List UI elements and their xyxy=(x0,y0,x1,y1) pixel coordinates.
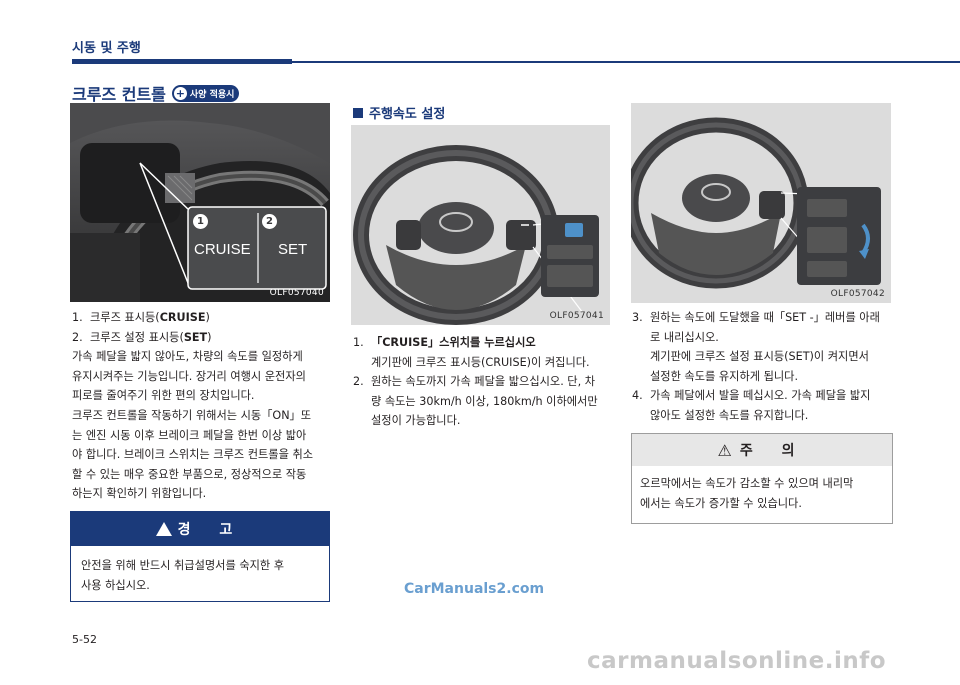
warning-box: 경 고 안전을 위해 반드시 취급설명서를 숙지한 후 사용 하십시오. xyxy=(70,511,330,602)
steering-photo-2: OLF057042 xyxy=(631,103,891,303)
list-item: 1. 크루즈 표시등(CRUISE) xyxy=(72,311,210,324)
list-item: 2. 크루즈 설정 표시등(SET) xyxy=(72,330,212,344)
steering-photo-1: OLF057041 xyxy=(351,125,610,325)
paragraph-line: 는 엔진 시동 이후 브레이크 페달을 한번 이상 밟아 xyxy=(72,428,307,442)
photo-code: OLF057042 xyxy=(830,289,885,299)
photo-code: OLF057041 xyxy=(549,311,604,321)
left-paragraph-2: 크루즈 컨트롤을 작동하기 위해서는 시동「ON」또 는 엔진 시동 이후 브레… xyxy=(72,406,334,504)
warning-line: 사용 하십시오. xyxy=(81,578,150,592)
caution-box: ⚠ 주 의 오르막에서는 속도가 감소할 수 있으며 내리막 에서는 속도가 증… xyxy=(631,433,893,524)
list-item: 3. 원하는 속도에 도달했을 때「SET -」레버를 아래 로 내리십시오. … xyxy=(632,311,880,383)
caution-line: 에서는 속도가 증가할 수 있습니다. xyxy=(640,496,802,510)
steering-wheel-illustration xyxy=(631,103,891,303)
list-item: 1. 「CRUISE」스위치를 누르십시오 계기판에 크루즈 표시등(CRUIS… xyxy=(353,336,590,369)
header-title: 시동 및 주행 xyxy=(72,41,141,56)
list-item: 4. 가속 페달에서 발을 떼십시오. 가속 페달을 밟지 않아도 설정한 속도… xyxy=(632,389,871,422)
subheading: 주행속도 설정 xyxy=(353,103,445,122)
warning-icon xyxy=(155,522,172,536)
set-indicator-label: SET xyxy=(278,241,308,258)
header-rule xyxy=(292,61,960,63)
warning-header: 경 고 xyxy=(71,512,329,546)
paragraph-line: 가속 페달을 밟지 않아도, 차량의 속도를 일정하게 xyxy=(72,350,303,363)
plus-icon: + xyxy=(173,86,187,100)
steering-wheel-illustration xyxy=(351,125,610,325)
paragraph-line: 크루즈 컨트롤을 작동하기 위해서는 시동「ON」또 xyxy=(72,409,312,422)
caution-body: 오르막에서는 속도가 감소할 수 있으며 내리막 에서는 속도가 증가할 수 있… xyxy=(632,466,892,513)
page-number: 5-52 xyxy=(72,633,97,646)
paragraph-line: 하는지 확인하기 위함입니다. xyxy=(72,487,207,501)
caution-title: 주 의 xyxy=(739,443,807,459)
watermark-carmanuals2: CarManuals2.com xyxy=(404,581,545,597)
list-item: 2. 원하는 속도까지 가속 페달을 밟으십시오. 단, 차 량 속도는 30k… xyxy=(353,375,598,428)
callout-number-1: 1 xyxy=(193,214,208,229)
subheading-text: 주행속도 설정 xyxy=(369,107,446,122)
paragraph-line: 야 합니다. 브레이크 스위치는 크루즈 컨트롤을 취소 xyxy=(72,448,314,462)
caution-icon: ⚠ xyxy=(717,440,732,460)
option-badge-label: 사양 적용시 xyxy=(189,89,235,100)
dashboard-photo: 1 2 CRUISE SET OLF057040 xyxy=(70,103,330,302)
warning-title: 경 고 xyxy=(177,522,245,538)
section-title: 크루즈 컨트롤 + 사양 적용시 xyxy=(72,81,240,105)
caution-line: 오르막에서는 속도가 감소할 수 있으며 내리막 xyxy=(640,477,854,490)
left-paragraph-1: 가속 페달을 밟지 않아도, 차량의 속도를 일정하게 유지시켜주는 기능입니다… xyxy=(72,347,334,406)
header-rule-accent xyxy=(72,59,292,64)
middle-item-list: 1. 「CRUISE」스위치를 누르십시오 계기판에 크루즈 표시등(CRUIS… xyxy=(353,333,615,431)
option-badge: + 사양 적용시 xyxy=(171,84,240,102)
dashboard-illustration xyxy=(70,103,330,302)
paragraph-line: 유지시켜주는 기능입니다. 장거리 여행시 운전자의 xyxy=(72,369,306,383)
caution-header: ⚠ 주 의 xyxy=(632,434,892,466)
watermark-footer: carmanualsonline.info xyxy=(587,648,887,674)
section-title-text: 크루즈 컨트롤 xyxy=(72,85,166,104)
cruise-indicator-label: CRUISE xyxy=(194,241,251,258)
callout-number-2: 2 xyxy=(262,214,277,229)
square-bullet-icon xyxy=(353,107,363,118)
photo-code: OLF057040 xyxy=(269,288,324,298)
right-item-list: 3. 원하는 속도에 도달했을 때「SET -」레버를 아래 로 내리십시오. … xyxy=(632,308,894,426)
warning-line: 안전을 위해 반드시 취급설명서를 숙지한 후 xyxy=(81,559,285,572)
paragraph-line: 할 수 있는 매우 중요한 부품으로, 정상적으로 작동 xyxy=(72,467,307,481)
warning-body: 안전을 위해 반드시 취급설명서를 숙지한 후 사용 하십시오. xyxy=(71,546,329,595)
paragraph-line: 피로를 줄여주기 위한 편의 장치입니다. xyxy=(72,389,255,403)
left-item-list: 1. 크루즈 표시등(CRUISE) 2. 크루즈 설정 표시등(SET) xyxy=(72,308,332,347)
